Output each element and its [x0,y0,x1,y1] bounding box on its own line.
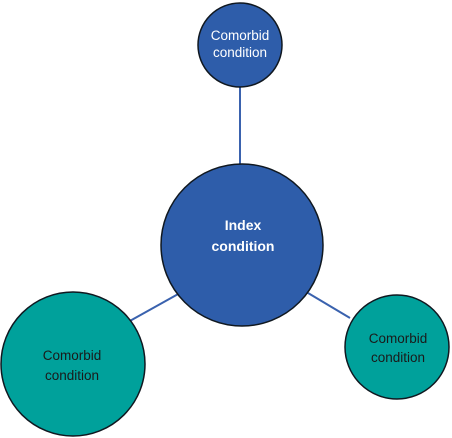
connector-left [127,292,181,323]
index-node: Index condition [160,163,324,327]
comorbid-node-left-label-line2: condition [45,368,99,383]
comorbid-node-left-label-line1: Comorbid [43,348,102,363]
index-node-label-line2: condition [212,238,275,254]
index-node-label-line1: Index [225,217,262,233]
comorbid-node-left: Comorbid condition [0,291,146,437]
comorbid-node-left-circle [0,291,146,437]
comorbid-node-top-label-line1: Comorbid [211,28,270,43]
comorbid-node-right: Comorbid condition [344,294,450,400]
comorbid-node-top: Comorbid condition [197,2,283,88]
comorbid-node-top-label-line2: condition [213,45,267,60]
comorbid-node-right-circle [344,294,450,400]
index-node-circle [160,163,324,327]
comorbid-node-top-circle [197,2,283,88]
connector-right [302,289,351,319]
comorbid-node-right-label-line1: Comorbid [369,331,428,346]
comorbid-node-right-label-line2: condition [371,350,425,365]
